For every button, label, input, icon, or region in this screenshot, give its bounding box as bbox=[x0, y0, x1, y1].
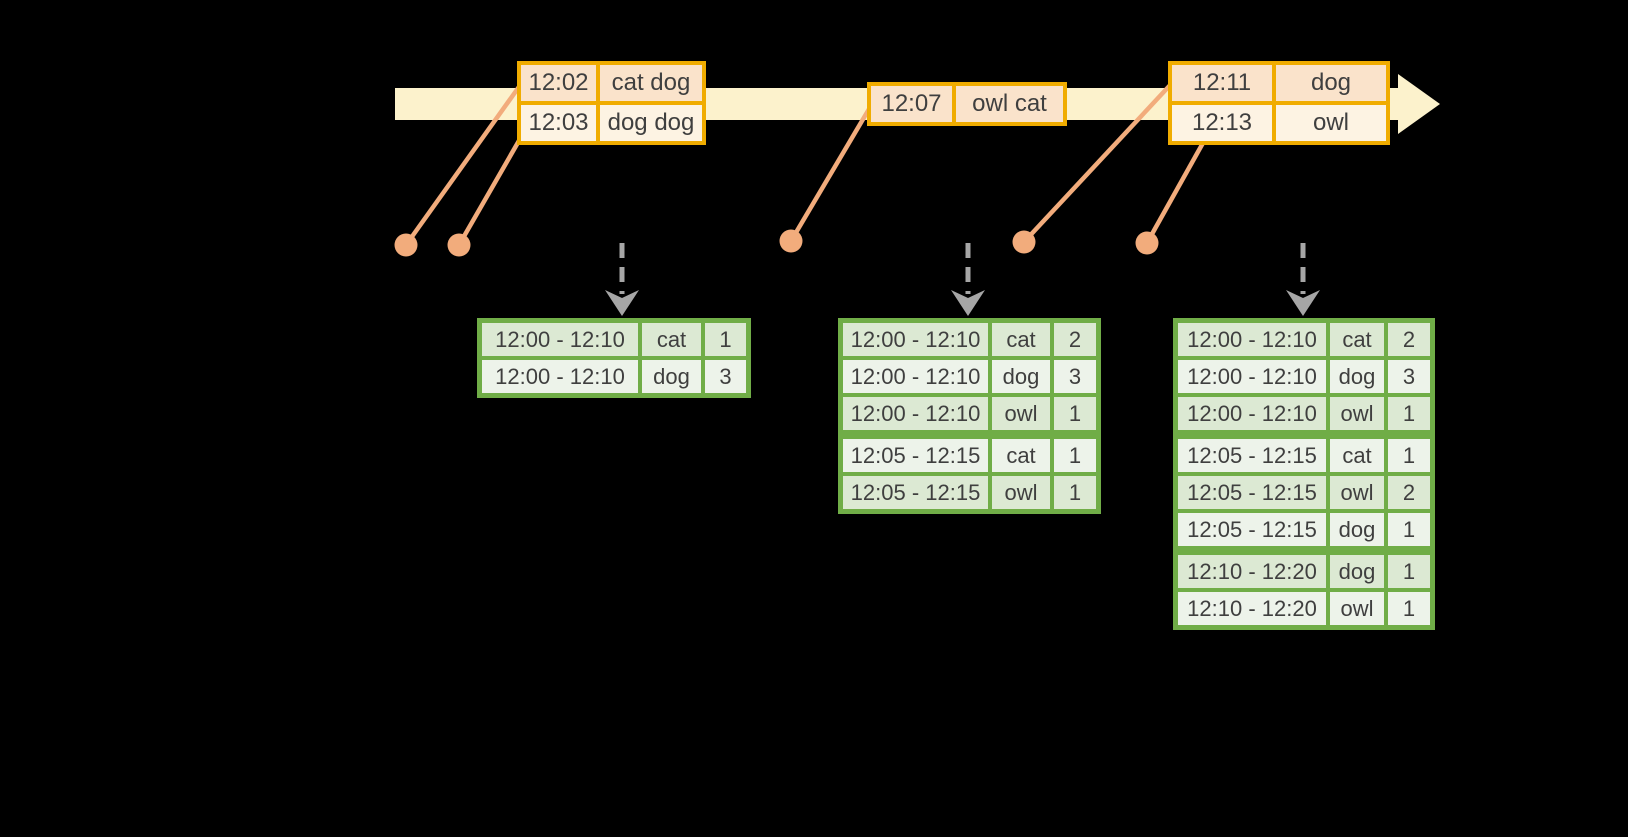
result-window: 12:10 - 12:20 bbox=[1178, 592, 1326, 625]
event-time: 12:11 bbox=[1172, 65, 1272, 101]
result-row: 12:00 - 12:10 dog 3 bbox=[482, 360, 746, 393]
result-word: dog bbox=[1330, 513, 1384, 546]
event-table-12-07: 12:07 owl cat bbox=[867, 82, 1067, 126]
result-count: 1 bbox=[1054, 397, 1096, 430]
event-row: 12:11 dog bbox=[1172, 65, 1386, 101]
result-window: 12:00 - 12:10 bbox=[482, 360, 638, 393]
result-word: owl bbox=[992, 397, 1050, 430]
result-count: 1 bbox=[1388, 555, 1430, 588]
result-count: 2 bbox=[1388, 323, 1430, 356]
trigger-arrowhead-icon bbox=[605, 290, 639, 316]
event-row: 12:02 cat dog bbox=[521, 65, 702, 101]
result-window: 12:00 - 12:10 bbox=[1178, 360, 1326, 393]
result-table-1: 12:00 - 12:10 cat 1 12:00 - 12:10 dog 3 bbox=[477, 318, 751, 398]
event-dot bbox=[447, 233, 471, 257]
event-dot bbox=[1012, 230, 1036, 254]
result-window: 12:05 - 12:15 bbox=[843, 476, 988, 509]
event-words: cat dog bbox=[600, 65, 702, 101]
event-time: 12:07 bbox=[871, 86, 952, 122]
result-count: 3 bbox=[705, 360, 746, 393]
event-dot bbox=[779, 229, 803, 253]
event-row: 12:13 owl bbox=[1172, 105, 1386, 141]
result-window: 12:00 - 12:10 bbox=[843, 323, 988, 356]
event-dot bbox=[1135, 231, 1159, 255]
result-count: 2 bbox=[1388, 476, 1430, 509]
result-row: 12:05 - 12:15 owl 2 bbox=[1178, 476, 1430, 509]
trigger-arrowhead-icon bbox=[1286, 290, 1320, 316]
result-count: 1 bbox=[705, 323, 746, 356]
event-row: 12:03 dog dog bbox=[521, 105, 702, 141]
result-window: 12:10 - 12:20 bbox=[1178, 555, 1326, 588]
result-count: 3 bbox=[1054, 360, 1096, 393]
result-row: 12:05 - 12:15 cat 1 bbox=[1178, 439, 1430, 472]
result-row: 12:00 - 12:10 dog 3 bbox=[1178, 360, 1430, 393]
event-row: 12:07 owl cat bbox=[871, 86, 1063, 122]
result-row: 12:10 - 12:20 owl 1 bbox=[1178, 592, 1430, 625]
result-window: 12:00 - 12:10 bbox=[482, 323, 638, 356]
event-words: dog dog bbox=[600, 105, 702, 141]
result-window: 12:00 - 12:10 bbox=[1178, 323, 1326, 356]
event-line bbox=[1022, 80, 1175, 244]
result-word: dog bbox=[1330, 555, 1384, 588]
event-dot bbox=[394, 233, 418, 257]
result-row: 12:05 - 12:15 cat 1 bbox=[843, 439, 1096, 472]
event-time: 12:13 bbox=[1172, 105, 1272, 141]
result-row: 12:00 - 12:10 cat 1 bbox=[482, 323, 746, 356]
event-line bbox=[404, 82, 523, 247]
result-count: 3 bbox=[1388, 360, 1430, 393]
result-word: dog bbox=[992, 360, 1050, 393]
result-table-2: 12:00 - 12:10 cat 2 12:00 - 12:10 dog 3 … bbox=[838, 318, 1101, 514]
result-word: cat bbox=[992, 439, 1050, 472]
result-count: 2 bbox=[1054, 323, 1096, 356]
result-row: 12:10 - 12:20 dog 1 bbox=[1178, 555, 1430, 588]
result-window: 12:05 - 12:15 bbox=[1178, 513, 1326, 546]
result-count: 1 bbox=[1388, 513, 1430, 546]
event-line bbox=[789, 102, 874, 243]
event-words: dog bbox=[1276, 65, 1386, 101]
result-row: 12:00 - 12:10 cat 2 bbox=[1178, 323, 1430, 356]
result-word: owl bbox=[1330, 476, 1384, 509]
event-words: owl cat bbox=[956, 86, 1063, 122]
result-row: 12:05 - 12:15 dog 1 bbox=[1178, 513, 1430, 546]
result-word: cat bbox=[642, 323, 701, 356]
result-row: 12:00 - 12:10 owl 1 bbox=[1178, 397, 1430, 430]
result-window: 12:05 - 12:15 bbox=[1178, 439, 1326, 472]
result-table-3: 12:00 - 12:10 cat 2 12:00 - 12:10 dog 3 … bbox=[1173, 318, 1435, 630]
result-word: dog bbox=[1330, 360, 1384, 393]
result-count: 1 bbox=[1388, 439, 1430, 472]
timeline-arrowhead-icon bbox=[1398, 74, 1440, 134]
result-window: 12:05 - 12:15 bbox=[843, 439, 988, 472]
result-window: 12:00 - 12:10 bbox=[1178, 397, 1326, 430]
result-count: 1 bbox=[1054, 476, 1096, 509]
result-count: 1 bbox=[1054, 439, 1096, 472]
result-word: owl bbox=[1330, 397, 1384, 430]
result-word: cat bbox=[1330, 323, 1384, 356]
result-window: 12:00 - 12:10 bbox=[843, 397, 988, 430]
result-window: 12:05 - 12:15 bbox=[1178, 476, 1326, 509]
event-time: 12:02 bbox=[521, 65, 596, 101]
result-row: 12:00 - 12:10 cat 2 bbox=[843, 323, 1096, 356]
event-line bbox=[457, 130, 526, 247]
result-row: 12:00 - 12:10 dog 3 bbox=[843, 360, 1096, 393]
event-words: owl bbox=[1276, 105, 1386, 141]
result-word: owl bbox=[992, 476, 1050, 509]
result-count: 1 bbox=[1388, 592, 1430, 625]
result-count: 1 bbox=[1388, 397, 1430, 430]
result-window: 12:00 - 12:10 bbox=[843, 360, 988, 393]
result-row: 12:00 - 12:10 owl 1 bbox=[843, 397, 1096, 430]
event-table-12-11: 12:11 dog 12:13 owl bbox=[1168, 61, 1390, 145]
trigger-arrowhead-icon bbox=[951, 290, 985, 316]
event-table-12-02: 12:02 cat dog 12:03 dog dog bbox=[517, 61, 706, 145]
result-row: 12:05 - 12:15 owl 1 bbox=[843, 476, 1096, 509]
result-word: cat bbox=[992, 323, 1050, 356]
result-word: cat bbox=[1330, 439, 1384, 472]
result-word: owl bbox=[1330, 592, 1384, 625]
result-word: dog bbox=[642, 360, 701, 393]
event-time: 12:03 bbox=[521, 105, 596, 141]
